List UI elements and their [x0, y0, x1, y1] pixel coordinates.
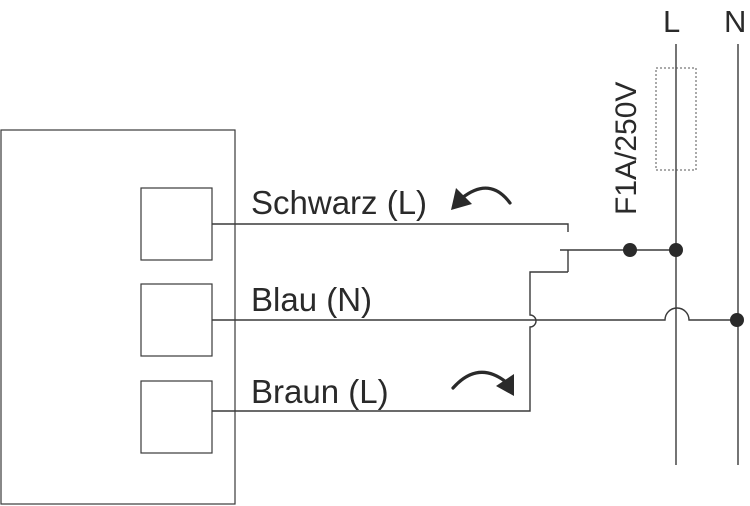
wire-blue-label: Blau (N) — [251, 281, 372, 318]
junction-dot-n — [730, 313, 744, 327]
terminal-black — [140, 187, 213, 261]
switch-contact-bottom — [529, 271, 568, 282]
wire-brown — [212, 282, 537, 412]
wire-black — [212, 223, 569, 232]
fuse-body — [655, 67, 697, 171]
rotation-arrow-ccw-icon — [451, 186, 512, 210]
junction-dot-l — [669, 243, 683, 257]
bus-l-label: L — [663, 4, 680, 39]
wire-brown-label: Braun (L) — [251, 373, 389, 410]
junction-dot-switch — [623, 243, 637, 257]
rotation-arrow-cw-icon — [451, 370, 514, 396]
bus-n-label: N — [724, 4, 746, 39]
wire-black-label: Schwarz (L) — [251, 184, 427, 221]
fuse-label: F1A/250V — [610, 82, 643, 215]
terminal-blue — [140, 283, 213, 357]
wire-blue — [212, 307, 738, 321]
terminal-brown — [140, 380, 213, 454]
